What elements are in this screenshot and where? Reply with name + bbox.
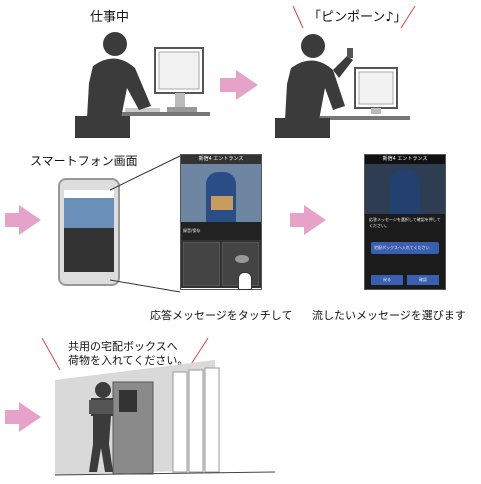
hand-touch-icon [238, 272, 252, 290]
zoom-lines [110, 155, 181, 293]
arrow-right-icon [5, 402, 41, 432]
worker-phone-illustration [275, 34, 410, 138]
message-prompt: 応答メッセージを選択して確認を押してください。 [369, 217, 441, 228]
doorbell-label: 「ピンポーン♪」 [308, 10, 407, 25]
hold-label: 録音/保存 [183, 228, 201, 233]
touch-response-caption: 応答メッセージをタッチして [150, 309, 293, 322]
sound-lines [292, 5, 416, 29]
arrow-right-icon [5, 205, 41, 235]
message-select-screen: 新宿4 エントランス 応答メッセージを選択して確認を押してください。 宅配ボック… [364, 154, 446, 290]
speech-lines [41, 337, 209, 371]
speech-bubble-line2: 荷物を入れてください。 [68, 354, 189, 367]
speaker-button[interactable] [183, 242, 220, 286]
arrow-right-icon [220, 70, 258, 100]
screen-header: 新宿4 エントランス [181, 155, 261, 164]
speech-bubble-line1: 共用の宅配ボックスへ [68, 340, 178, 353]
confirm-button[interactable]: 確認 [407, 275, 439, 285]
back-button[interactable]: 戻る [371, 275, 403, 285]
smartphone-device [58, 178, 120, 286]
message-option[interactable]: 宅配ボックスへ入れてください [371, 242, 439, 254]
smartphone-screen-label: スマートフォン画面 [30, 154, 138, 168]
working-label: 仕事中 [90, 10, 130, 25]
phone-screen-enlarged: 新宿4 エントランス 録音/保存 [180, 154, 262, 290]
worker-illustration [75, 32, 210, 138]
screen-header: 新宿4 エントランス [365, 155, 445, 164]
delivery-scene-illustration [55, 360, 275, 476]
select-message-caption: 流したいメッセージを選びます [312, 309, 466, 322]
arrow-right-icon [290, 205, 326, 235]
